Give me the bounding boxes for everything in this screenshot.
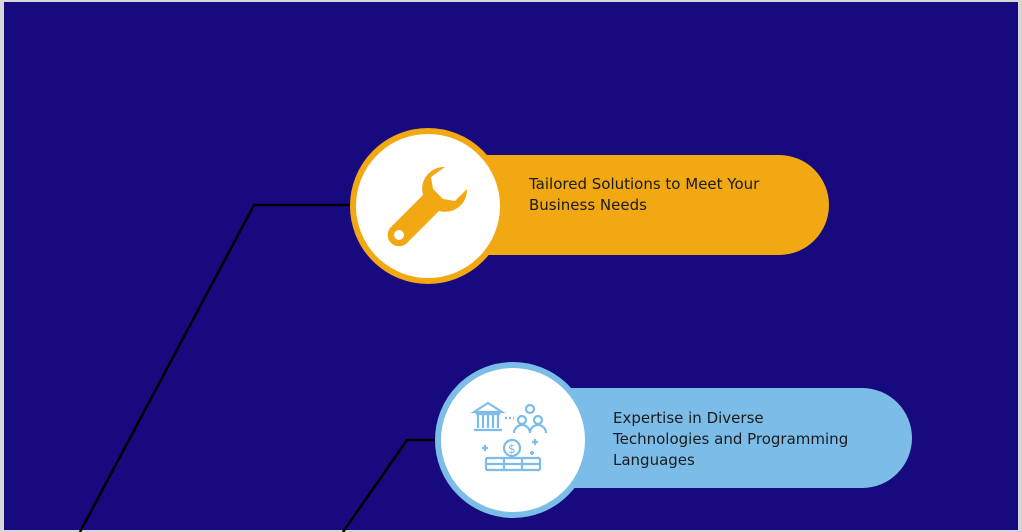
item-2-circle: $ — [435, 362, 591, 518]
finance-network-icon: $ — [470, 401, 548, 472]
item-1-circle — [350, 128, 506, 284]
item-1-banner — [470, 155, 829, 255]
item-1-line-2: Business Needs — [529, 196, 647, 214]
item-1-text: Tailored Solutions to Meet Your Business… — [529, 174, 759, 216]
connector-line-2 — [341, 438, 440, 532]
diagram-canvas: Tailored Solutions to Meet Your Business… — [4, 2, 1018, 532]
wrench-icon — [387, 166, 468, 247]
item-2-line-2: Technologies and Programming — [613, 430, 849, 448]
svg-text:$: $ — [508, 442, 516, 456]
item-1-line-1: Tailored Solutions to Meet Your — [529, 175, 760, 193]
item-2-banner — [555, 388, 912, 488]
item-2-line-1: Expertise in Diverse — [613, 409, 764, 427]
connector-line-1 — [78, 203, 356, 532]
connector-lines — [78, 203, 440, 532]
item-2-line-3: Languages — [613, 451, 695, 469]
item-2-text: Expertise in Diverse Technologies and Pr… — [613, 408, 848, 471]
